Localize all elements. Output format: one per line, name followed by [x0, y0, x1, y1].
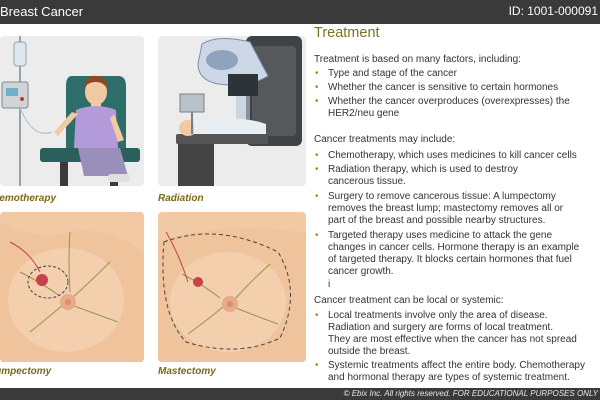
chemotherapy-caption: Chemotherapy: [0, 193, 57, 204]
mastectomy-caption: Mastectomy: [158, 366, 216, 377]
list-item: • Surgery to remove cancerous tissue: A …: [315, 191, 564, 226]
list-item: • Systemic treatments affect the entire …: [315, 360, 585, 383]
page-title: Breast Cancer: [0, 4, 84, 19]
list-item: • Targeted therapy uses medicine to atta…: [315, 230, 580, 277]
document-id: ID: 1001-000091: [508, 4, 598, 18]
bullet-icon: •: [315, 360, 319, 371]
bullet-icon: •: [315, 82, 319, 93]
list-item: • Type and stage of the cancer: [315, 68, 457, 79]
list-item: • Radiation therapy, which is used to de…: [315, 164, 518, 187]
chemotherapy-illustration: [0, 36, 144, 186]
list-item: • Local treatments involve only the area…: [315, 310, 577, 357]
treatments-intro: Cancer treatments may include:: [314, 134, 456, 145]
bullet-icon: •: [315, 310, 319, 321]
lumpectomy-illustration: [0, 212, 144, 362]
list-item: • Whether the cancer overproduces (overe…: [315, 96, 570, 119]
mastectomy-illustration: [158, 212, 306, 362]
list-item: • Whether the cancer is sensitive to cer…: [315, 82, 559, 93]
local-systemic-intro: Cancer treatment can be local or systemi…: [314, 295, 504, 306]
radiation-illustration: [158, 36, 306, 186]
footer-bar: © Ebix Inc. All rights reserved. FOR EDU…: [0, 388, 600, 400]
stray-text: i: [328, 279, 331, 290]
bullet-icon: •: [315, 150, 319, 161]
section-heading: Treatment: [314, 25, 380, 41]
bullet-icon: •: [315, 96, 319, 107]
treatment-section: Treatment Treatment is based on many fac…: [314, 24, 600, 386]
bullet-icon: •: [315, 164, 319, 175]
lumpectomy-caption: Lumpectomy: [0, 366, 52, 377]
radiation-caption: Radiation: [158, 193, 204, 204]
title-bar: Breast Cancer ID: 1001-000091: [0, 0, 600, 24]
bullet-icon: •: [315, 191, 319, 202]
bullet-icon: •: [315, 230, 319, 241]
bullet-icon: •: [315, 68, 319, 79]
list-item: • Chemotherapy, which uses medicines to …: [315, 150, 577, 161]
factors-intro: Treatment is based on many factors, incl…: [314, 54, 521, 65]
copyright-notice: © Ebix Inc. All rights reserved. FOR EDU…: [343, 389, 598, 398]
